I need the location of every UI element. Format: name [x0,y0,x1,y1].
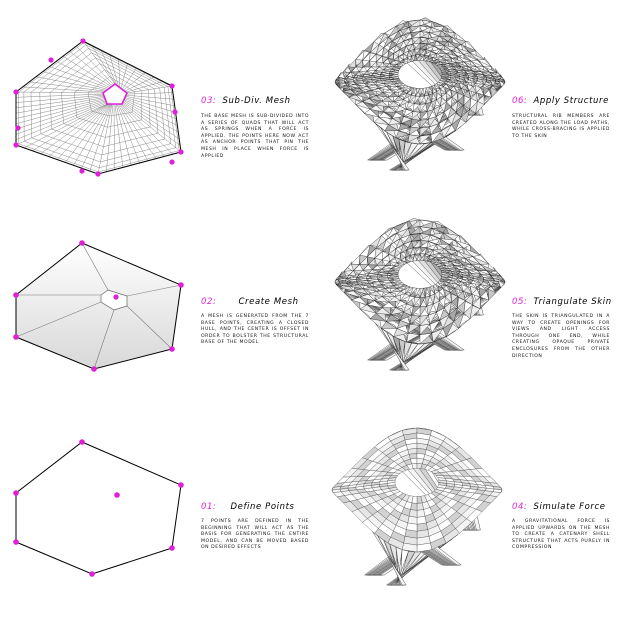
subdivided-mesh-diagram [0,0,200,190]
step-04-description: A gravitational force is applied upwards… [512,519,610,552]
step-05-title: 05: Triangulate Skin [512,297,612,307]
step-04-name: Simulate Force [533,502,605,512]
step-02-title: 02: Create Mesh [201,297,299,307]
step-01-description: 7 points are defined in the beginning th… [201,519,309,552]
step-02-number: 02: [201,297,216,307]
step-03-title: 03: Sub-Div. Mesh [201,96,291,106]
force-simulation-diagram [325,425,510,580]
triangulated-skin-diagram [325,210,510,385]
step-02-description: A mesh is generated from the 7 base poin… [201,314,309,347]
step-06-number: 06: [512,96,527,106]
step-04-title: 04: Simulate Force [512,502,606,512]
step-06-name: Apply Structure [533,96,608,106]
step-02-name: Create Mesh [238,297,298,307]
step-01-number: 01: [201,502,216,512]
step-06-title: 06: Apply Structure [512,96,609,106]
step-03-number: 03: [201,96,216,106]
step-06-description: Structural rib members are created along… [512,114,610,140]
structure-shell-diagram [325,10,510,190]
step-05-number: 05: [512,297,527,307]
step-03-description: The base mesh is sub-divided into a seri… [201,114,309,160]
step-05-description: The skin is triangulated in a way to cre… [512,314,610,360]
step-01-title: 01: Define Points [201,502,295,512]
base-mesh-diagram [0,220,200,390]
step-01-name: Define Points [230,502,294,512]
step-04-number: 04: [512,502,527,512]
step-05-name: Triangulate Skin [533,297,611,307]
step-03-name: Sub-Div. Mesh [222,96,290,106]
define-points-diagram [0,420,200,590]
